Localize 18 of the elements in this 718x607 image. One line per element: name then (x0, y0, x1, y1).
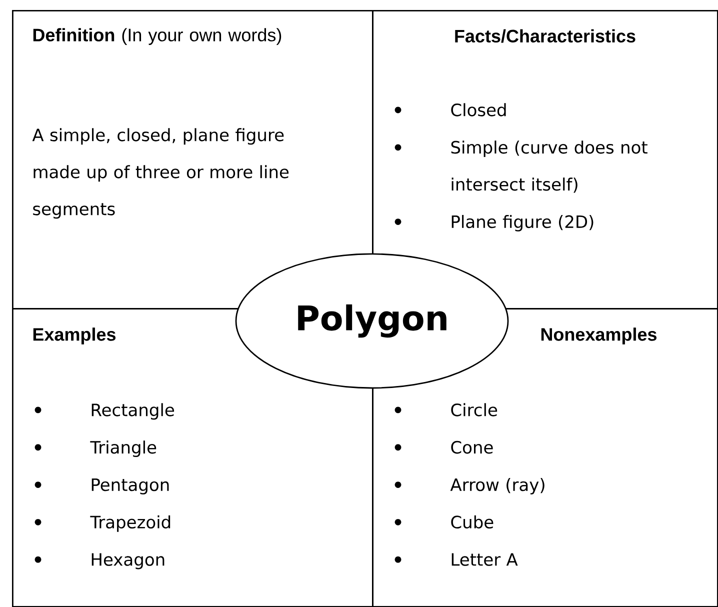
list-item: Trapezoid (90, 515, 170, 532)
list-item: Pentagon (92, 478, 169, 494)
heading: Definition (In your own words) (33, 28, 282, 45)
list-item: Plane figure (2D) (452, 214, 594, 232)
list-item: Cube (451, 515, 494, 529)
heading: Facts/Characteristics (455, 29, 636, 43)
list-item: Rectangle (92, 403, 174, 420)
heading: Nonexamples (541, 328, 656, 344)
heading: Examples (33, 328, 116, 344)
list-item: Circle (451, 403, 498, 416)
list-item: Arrow (ray) (450, 478, 544, 494)
list-item: Simple (curve does not intersect itself) (451, 140, 648, 193)
list-item: Closed (451, 103, 506, 116)
definition-text: A simple, closed, plane figure made up of three or more line segments (32, 128, 289, 219)
list-item: Triangle (90, 440, 156, 458)
list-item: Hexagon (92, 553, 164, 570)
list-item: Cone (451, 440, 493, 454)
list-item: Letter A (452, 553, 518, 566)
